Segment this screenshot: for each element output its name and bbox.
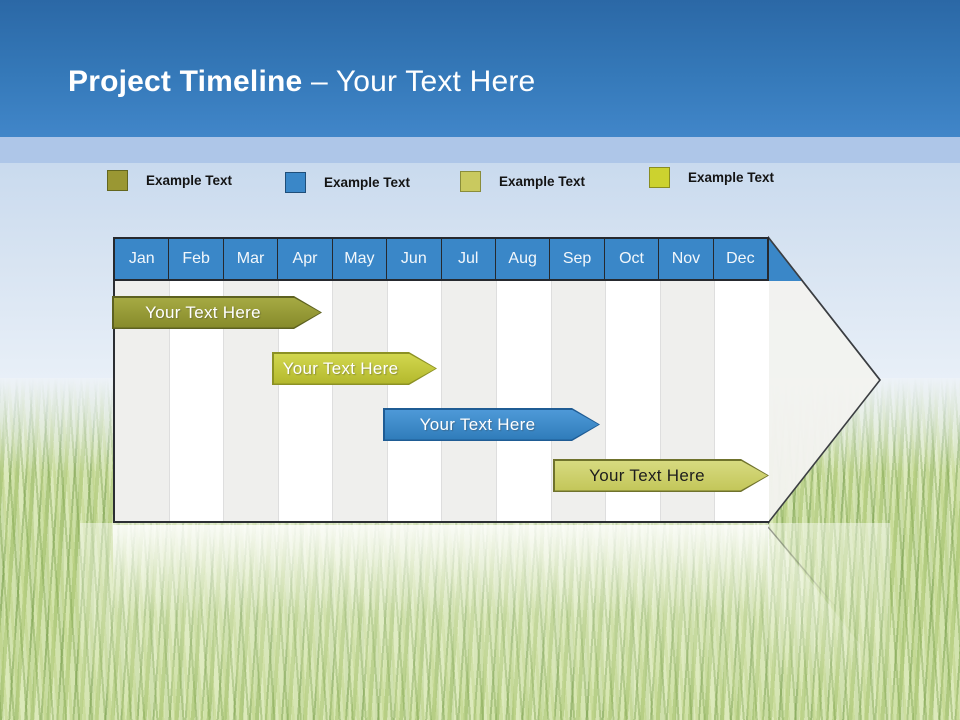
month-cell-jun: Jun <box>387 239 442 279</box>
legend-item-1[interactable]: Example Text <box>107 170 232 191</box>
month-cell-dec: Dec <box>726 250 755 267</box>
title-band <box>0 0 960 137</box>
table-reflection <box>113 525 769 615</box>
legend-swatch-yellow-green <box>649 167 670 188</box>
legend-swatch-blue <box>285 172 306 193</box>
title-band-strip <box>0 137 960 163</box>
legend-label: Example Text <box>688 170 775 185</box>
task-bar-fill <box>274 354 436 384</box>
legend-swatch-light-olive <box>460 171 481 192</box>
task-bar-fill <box>114 298 321 328</box>
task-bar-4[interactable]: Your Text Here <box>553 459 769 492</box>
grid-column-jul <box>442 281 498 521</box>
month-cell-oct: Oct <box>605 239 660 279</box>
grid-column-jun <box>387 281 443 521</box>
month-cell-aug: Aug <box>496 239 551 279</box>
task-bar-label: Your Text Here <box>419 414 536 434</box>
task-bar-label: Your Text Here <box>282 358 399 378</box>
month-cell-jul: Jul <box>442 239 496 279</box>
slide-title-bold: Project Timeline <box>68 65 303 98</box>
task-bar-1[interactable]: Your Text Here <box>112 296 322 329</box>
timeline-arrow-head <box>768 236 882 524</box>
task-bar-label: Your Text Here <box>589 465 705 485</box>
task-bar-2[interactable]: Your Text Here <box>272 352 437 385</box>
legend-item-3[interactable]: Example Text <box>460 171 585 192</box>
legend-label: Example Text <box>324 175 411 190</box>
legend-item-4[interactable]: Example Text <box>649 167 774 188</box>
task-bar-3[interactable]: Your Text Here <box>383 408 600 441</box>
legend-item-2[interactable]: Example Text <box>285 172 410 193</box>
month-cell-may: May <box>333 239 388 279</box>
legend-label: Example Text <box>499 174 586 189</box>
legend-label: Example Text <box>146 173 233 188</box>
month-cell-jan: Jan <box>115 239 170 279</box>
slide-title[interactable]: Project Timeline – Your Text Here <box>68 60 535 104</box>
legend-swatch-olive <box>107 170 128 191</box>
month-cell-sep: Sep <box>550 239 605 279</box>
arrow-reflection <box>768 526 880 675</box>
task-bar-label: Your Text Here <box>145 302 261 322</box>
title-space <box>302 65 311 98</box>
grid-column-aug <box>497 281 552 521</box>
slide-title-regular: – Your Text Here <box>310 65 536 98</box>
task-bar-fill <box>555 461 768 491</box>
month-cell-apr: Apr <box>278 239 333 279</box>
month-cell-nov: Nov <box>659 239 714 279</box>
month-cell-feb: Feb <box>169 239 224 279</box>
month-cell-mar: Mar <box>224 239 279 279</box>
task-bar-fill <box>385 410 599 440</box>
grid-column-may <box>333 281 388 521</box>
